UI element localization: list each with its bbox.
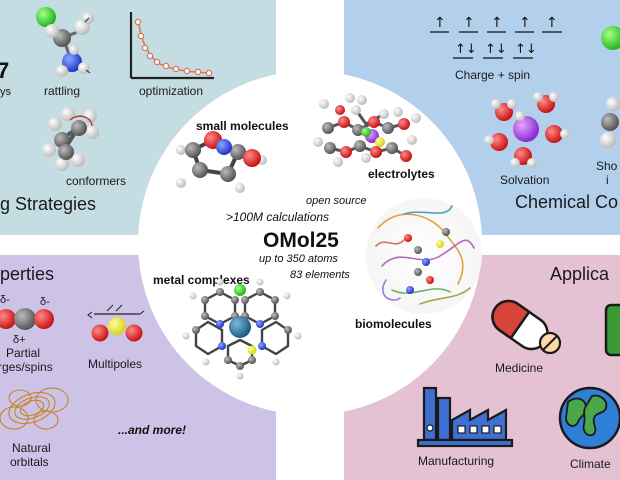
conformers-label: conformers: [66, 174, 126, 188]
optimization-point: [194, 68, 202, 76]
delta-minus-left: δ-: [0, 294, 10, 306]
electrolytes-molecule-icon: [313, 93, 421, 167]
top-left-panel-title: g Strategies: [0, 194, 96, 214]
top-right-partial-a: Sho: [596, 159, 618, 173]
spin-diagram: [430, 31, 562, 59]
optimization-point: [153, 58, 161, 66]
solvation-cluster-icon: [484, 92, 570, 168]
spin-arrow-icons: ↑ ↑ ↑ ↑ ↑ ↑↓ ↑↓ ↑↓: [434, 15, 558, 57]
multipoles-label: Multipoles: [88, 357, 142, 371]
and-more-label: ...and more!: [118, 423, 186, 437]
optimization-chart: [129, 12, 214, 80]
svg-text:↑: ↑: [519, 15, 531, 31]
optimization-point: [137, 32, 145, 40]
svg-text:↑: ↑: [463, 15, 475, 31]
factory-icon: [416, 386, 514, 448]
partial-charges-label-1: Partial: [6, 346, 40, 360]
center-line-calculations: >100M calculations: [226, 210, 329, 224]
center-line-atoms: up to 350 atoms: [259, 253, 338, 265]
top-right-panel-title: Chemical Co: [515, 192, 618, 212]
optimization-point: [141, 44, 149, 52]
delta-plus: δ+: [13, 334, 26, 346]
bottom-left-panel-title: perties: [0, 264, 54, 284]
svg-text:↑↓: ↑↓: [485, 42, 507, 57]
rattling-molecule-icon: [36, 7, 94, 77]
optimization-label: optimization: [139, 84, 203, 98]
rattling-label: rattling: [44, 84, 80, 98]
center-line-open-source: open source: [306, 195, 367, 207]
conformers-molecule-icon: [42, 107, 99, 171]
metal-complex-icon: [182, 278, 302, 380]
bottom-right-panel-title: Applica: [550, 264, 610, 284]
short-range-molecule-icon: [600, 97, 620, 148]
small-molecules-label: small molecules: [196, 119, 289, 133]
top-right-partial-b: i: [606, 173, 609, 187]
partial-arrow-glyph: 7: [0, 58, 9, 83]
optimization-point: [134, 18, 142, 26]
green-ion-icon: [601, 26, 620, 50]
pill-icon: [491, 299, 562, 355]
center-line-elements: 83 elements: [290, 269, 350, 281]
solvation-label: Solvation: [500, 173, 549, 187]
optimization-point: [205, 69, 213, 77]
natural-orbitals-label-1: Natural: [12, 441, 51, 455]
natural-orbitals-icon: [0, 387, 69, 430]
optimization-point: [183, 67, 191, 75]
delta-minus-right: δ-: [40, 296, 50, 308]
partial-charges-label-2: rges/spins: [0, 360, 53, 374]
svg-text:↑: ↑: [434, 15, 446, 31]
optimization-point: [162, 62, 170, 70]
svg-text:↑: ↑: [546, 15, 558, 31]
electrolytes-label: electrolytes: [368, 167, 435, 181]
climate-label: Climate: [570, 457, 611, 471]
manufacturing-label: Manufacturing: [418, 454, 494, 468]
center-circle: [138, 71, 482, 415]
medicine-label: Medicine: [495, 361, 543, 375]
svg-text:↑: ↑: [491, 15, 503, 31]
biomolecule-icon: [366, 198, 482, 314]
multipoles-molecule-icon: [87, 304, 145, 342]
green-bottle-icon: [604, 303, 620, 357]
svg-text:↑↓: ↑↓: [455, 42, 477, 57]
charge-spin-label: Charge + spin: [455, 68, 530, 82]
natural-orbitals-label-2: orbitals: [10, 455, 49, 469]
optimization-points: [134, 18, 213, 77]
optimization-point: [172, 65, 180, 73]
partial-charges-molecule-icon: [0, 308, 54, 330]
biomolecules-label: biomolecules: [355, 317, 432, 331]
optimization-point: [146, 52, 154, 60]
top-left-partial-label: ys: [0, 86, 12, 98]
center-title: OMol25: [263, 229, 339, 252]
svg-text:↑↓: ↑↓: [515, 42, 537, 57]
small-molecule-icon: [176, 131, 267, 193]
metal-complexes-label: metal complexes: [153, 273, 250, 287]
globe-icon: [558, 386, 620, 450]
